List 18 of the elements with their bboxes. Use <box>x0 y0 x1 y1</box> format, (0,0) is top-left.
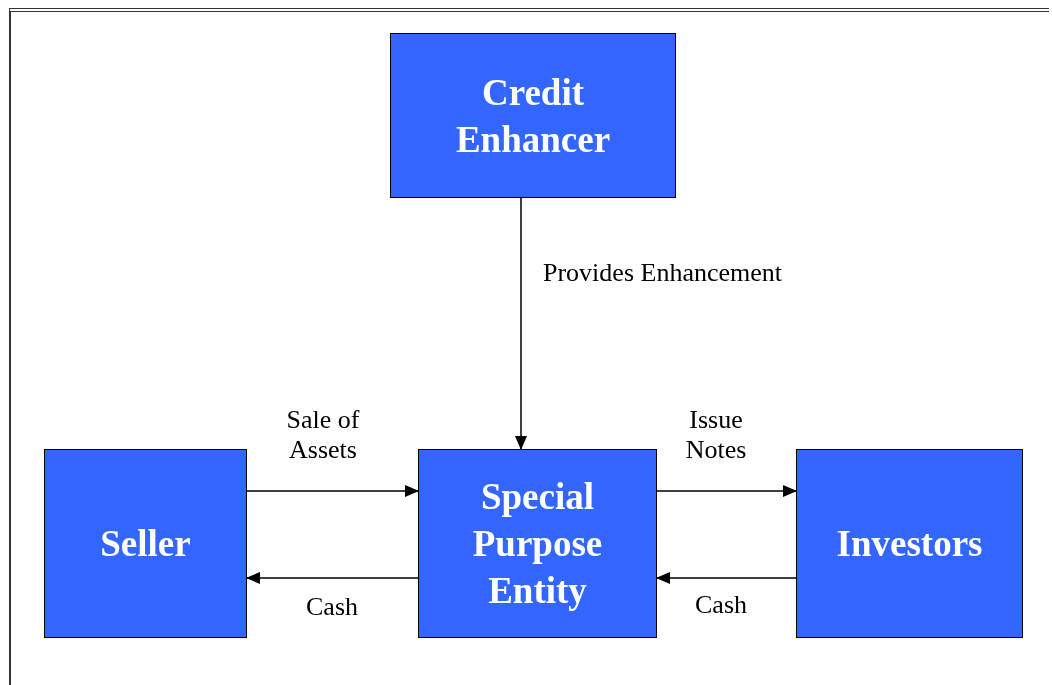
edge-label: Sale of Assets <box>285 405 361 465</box>
arrow <box>656 572 797 584</box>
process-box <box>44 449 247 638</box>
box-label: Special Purpose Entity <box>471 475 604 613</box>
process-box <box>390 33 676 198</box>
box-label: Credit Enhancer <box>454 70 612 162</box>
arrow <box>246 485 419 497</box>
box-label: Seller <box>99 522 192 566</box>
edge-label: Cash <box>305 592 359 622</box>
box-label: Investors <box>835 522 984 566</box>
arrow <box>656 485 797 497</box>
edge-label: Cash <box>694 590 748 620</box>
process-box <box>418 449 657 638</box>
edge-label: Issue Notes <box>684 405 748 465</box>
arrow <box>246 572 419 584</box>
edge-label: Provides Enhancement <box>543 258 783 288</box>
arrow <box>515 197 527 450</box>
process-box <box>796 449 1023 638</box>
